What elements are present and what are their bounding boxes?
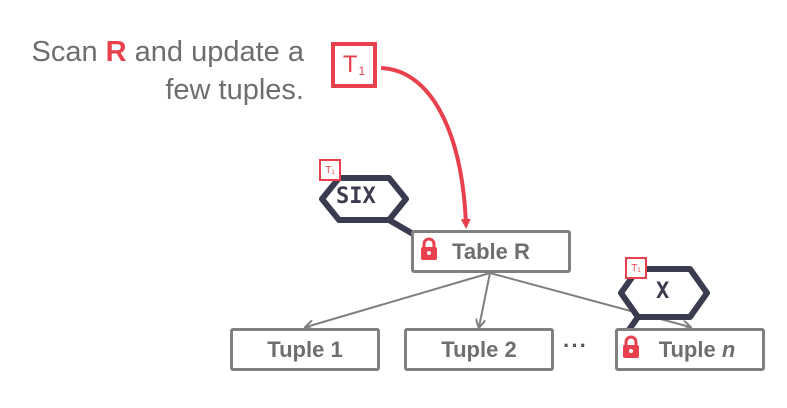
caption-text: Scan bbox=[31, 36, 106, 68]
caption-text: and update a bbox=[126, 36, 304, 68]
tuple-2-node: Tuple 2 bbox=[404, 328, 554, 371]
caption-line-2: few tuples. bbox=[165, 74, 304, 106]
holder-label: T bbox=[631, 262, 638, 274]
holder-label: T bbox=[325, 164, 332, 176]
txn-to-table-arrow bbox=[380, 66, 471, 229]
tuple-1-node: Tuple 1 bbox=[230, 328, 380, 371]
tuple-2-label: Tuple 2 bbox=[441, 336, 517, 362]
table-r-node: Table R bbox=[411, 230, 571, 273]
lock-icon bbox=[623, 335, 639, 358]
six-lock-mode: SIX bbox=[336, 184, 376, 209]
tuple-n-label: Tuple bbox=[658, 336, 722, 362]
ellipsis: ··· bbox=[563, 333, 588, 358]
edge-table-tuple1 bbox=[306, 272, 491, 327]
tuple-n-node: Tuple n bbox=[615, 328, 765, 371]
transaction-label: T bbox=[342, 51, 358, 78]
transaction-subscript: 1 bbox=[358, 64, 366, 78]
holder-subscript: 1 bbox=[637, 268, 641, 274]
caption-highlight: R bbox=[105, 36, 127, 68]
tuple-n-variable: n bbox=[721, 336, 736, 362]
holder-subscript: 1 bbox=[331, 170, 335, 176]
edge-table-tuple2 bbox=[479, 272, 491, 327]
x-lock-mode: X bbox=[656, 279, 670, 304]
table-label: Table R bbox=[452, 238, 530, 264]
lock-icon bbox=[421, 237, 437, 260]
caption: Scan R and update a few tuples. bbox=[4, 33, 304, 109]
tuple-1-label: Tuple 1 bbox=[267, 336, 343, 362]
